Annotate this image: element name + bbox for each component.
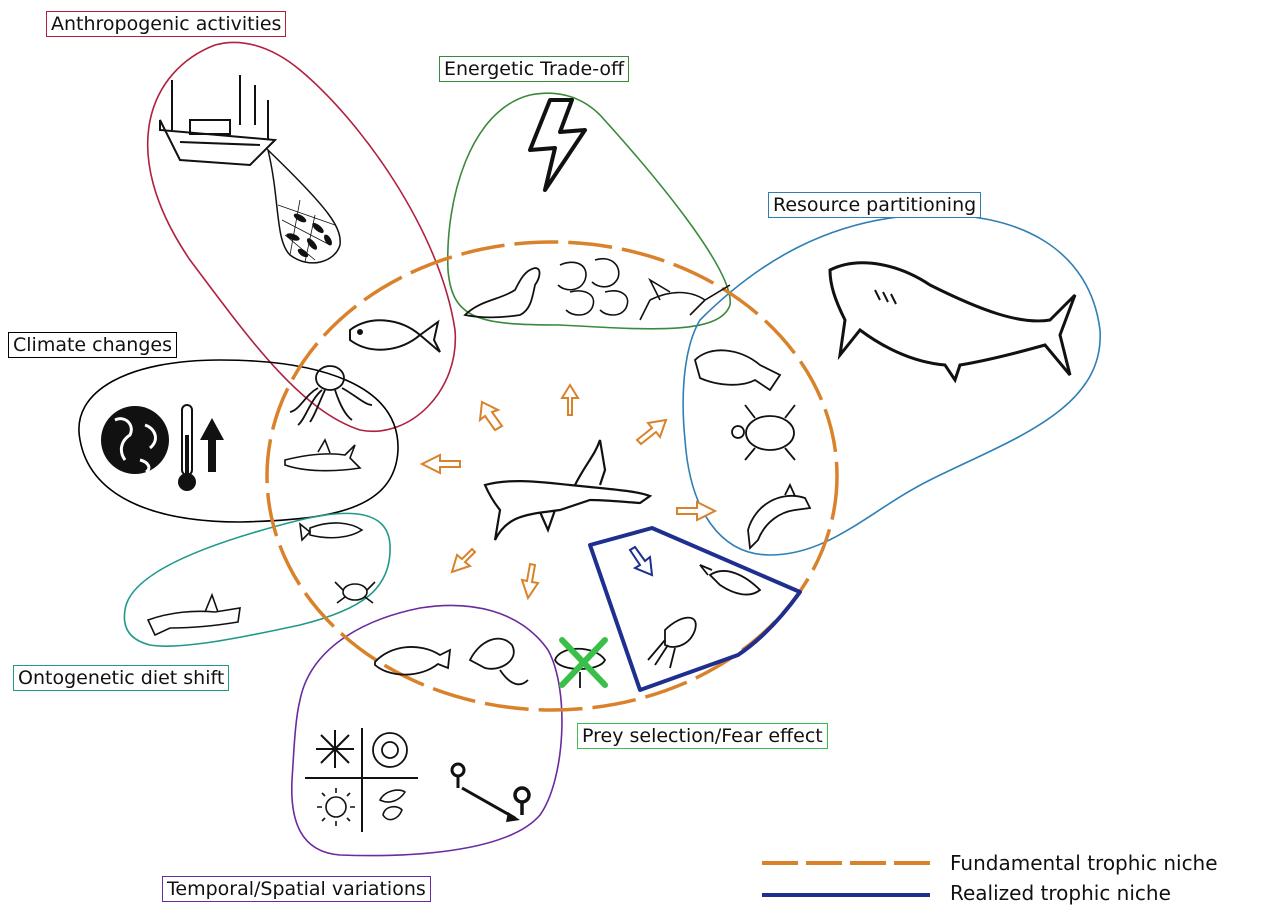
stingray-icon [468,637,529,686]
label-resource: Resource partitioning [768,192,982,218]
energetic-outline [446,92,731,330]
legend-fundamental-label: Fundamental trophic niche [950,851,1218,875]
label-energetic: Energetic Trade-off [439,56,630,82]
leaves-icon [378,789,407,821]
arrow-up-right [635,418,668,446]
sea-lion-icon [463,267,541,319]
arrow-down-left [450,547,477,574]
tuna-icon [349,319,441,353]
arrow-up [560,383,580,416]
squid-icon [647,616,697,669]
label-anthropogenic: Anthropogenic activities [46,11,287,37]
juvenile-hammerhead-icon [146,592,241,637]
octopus-icon [289,365,373,426]
label-temporal: Temporal/Spatial variations [162,876,431,902]
herring-icon [298,522,364,542]
arrow-down [520,562,540,601]
dolphin-icon [747,482,812,550]
flatfish-icon [374,646,452,676]
hammerhead-shark-icon [483,439,653,541]
anthropogenic-outline [146,41,457,433]
shrimp-icon [557,258,629,316]
fishing-boat-icon [159,75,278,167]
location-pin-icon [450,762,531,822]
prey-fish-icon [699,564,762,596]
ontogenetic-outline [123,512,391,647]
label-ontogenetic: Ontogenetic diet shift [13,665,230,691]
arrow-down-right [628,545,654,577]
sea-turtle-icon [731,404,796,461]
direction-arrows [419,383,718,601]
tiger-shark-icon [828,261,1077,384]
arrow-up-left [478,400,504,432]
cross-mark-icon [559,637,608,688]
lightning-icon [528,98,587,192]
fundamental-niche-ellipse [265,240,839,712]
snowflake-icon [316,730,354,768]
marlin-icon [639,277,731,321]
label-climate: Climate changes [8,332,177,358]
label-prey-selection: Prey selection/Fear effect [577,723,828,749]
net-with-fish-icon [266,147,341,264]
crab-icon [334,581,376,604]
legend-realized-label: Realized trophic niche [950,881,1171,905]
seasons-grid [305,728,418,832]
thermometer-icon [178,404,196,491]
shark-icon [284,438,362,472]
climate-outline [78,359,399,523]
temporal-outline [290,604,563,857]
arrow-right [676,500,718,522]
globe-icon [101,406,169,474]
realized-niche-polygon [588,526,802,692]
flower-icon [372,732,408,768]
up-arrow-icon [200,418,224,472]
horseshoe-crab-icon [554,647,607,688]
arrow-left [419,453,461,475]
sun-icon [317,788,355,826]
manatee-icon [693,349,782,392]
